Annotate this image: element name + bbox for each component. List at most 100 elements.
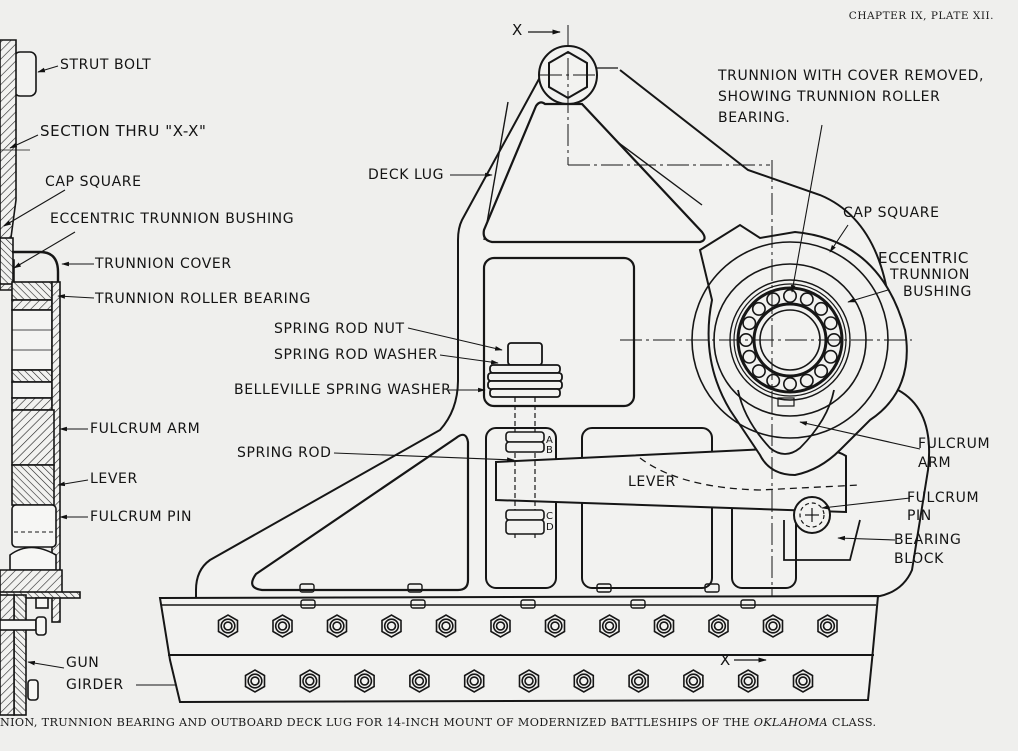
fulcrum-arm-section <box>11 409 55 466</box>
girder-nut <box>217 614 239 638</box>
girder-nut <box>573 669 595 693</box>
girder-nut <box>409 669 430 693</box>
caption-class-name: OKLAHOMA <box>753 716 828 729</box>
lever-section <box>11 464 55 506</box>
girder-nut <box>737 669 759 693</box>
spring-rod-nut <box>507 342 543 366</box>
girder-nut <box>708 614 729 638</box>
bearing-roller <box>823 349 838 364</box>
nut-d <box>505 519 545 535</box>
label-fulcrum-arm-1: FULCRUM <box>918 436 991 452</box>
label-cap-square-section: CAP SQUARE <box>45 174 142 190</box>
girder-nuts-lower <box>244 669 814 693</box>
section-marker-top: X <box>512 21 523 39</box>
girder-nut <box>490 614 511 638</box>
girder-nuts-upper <box>217 614 838 638</box>
label-eccentric-bushing-section: ECCENTRIC TRUNNION BUSHING <box>50 211 295 227</box>
bearing-roller <box>782 288 797 303</box>
girder-nut <box>435 614 457 638</box>
label-fulcrum-pin-1: FULCRUM <box>907 490 980 506</box>
label-fulcrum-arm-section: FULCRUM ARM <box>90 421 201 437</box>
label-nut-b: B <box>546 445 554 456</box>
bearing-roller <box>766 292 781 307</box>
bearing-roller <box>742 316 757 331</box>
section-leaders <box>3 65 187 688</box>
plate-header: CHAPTER IX, PLATE XII. <box>848 10 994 22</box>
girder-nut <box>244 669 266 693</box>
bearing-roller <box>751 301 766 316</box>
girder-nut <box>381 614 402 638</box>
bearing-roller <box>823 316 838 331</box>
label-nut-a: A <box>546 435 554 446</box>
girder-nut <box>762 614 784 638</box>
bearing-roller <box>814 364 829 379</box>
section-markers <box>528 29 767 663</box>
girder-nut <box>518 669 540 693</box>
girder-nut <box>354 669 375 693</box>
girder-nut <box>326 614 348 638</box>
bearing-roller <box>751 364 766 379</box>
label-gun: GUN <box>66 655 100 671</box>
label-spring-rod: SPRING ROD <box>237 445 332 461</box>
fulcrum-pin-section <box>11 504 57 548</box>
bearing-block <box>783 519 861 561</box>
label-fulcrum-pin-2: PIN <box>907 508 932 524</box>
nut-a <box>505 431 545 443</box>
bearing-rollers <box>738 288 841 391</box>
girder-nut <box>817 614 838 638</box>
label-cap-square: CAP SQUARE <box>843 205 940 221</box>
girder-nut <box>272 614 293 638</box>
belleville-spring-washer <box>487 364 563 398</box>
label-eccentric-1: ECCENTRIC <box>878 249 970 267</box>
label-bearing-block-2: BLOCK <box>894 551 944 567</box>
bearing-roller <box>814 301 829 316</box>
strut-bolt <box>13 51 37 97</box>
label-girder: GIRDER <box>66 677 124 693</box>
girder-nut <box>463 669 485 693</box>
label-eccentric-3: BUSHING <box>903 284 972 300</box>
bearing-roller <box>782 376 797 391</box>
girder-nut <box>599 614 620 638</box>
label-section-xx: SECTION THRU "X-X" <box>40 122 207 140</box>
girder-nut <box>544 614 566 638</box>
girder-nut <box>683 669 704 693</box>
girder-nut <box>792 669 814 693</box>
centerlines <box>540 25 912 668</box>
label-spring-rod-nut: SPRING ROD NUT <box>274 321 405 337</box>
label-deck-lug: DECK LUG <box>368 167 445 183</box>
label-bearing-block-1: BEARING <box>894 532 962 548</box>
girder-nut <box>653 614 675 638</box>
label-lever: LEVER <box>628 474 676 490</box>
elevation-view <box>195 45 931 599</box>
caption-prefix: NION, TRUNNION BEARING AND OUTBOARD DECK… <box>0 716 754 729</box>
girder-bolt-stubs <box>299 583 756 609</box>
bearing-roller <box>799 373 814 388</box>
girder-nut <box>628 669 649 693</box>
nut-b <box>505 441 545 453</box>
label-spring-rod-washer: SPRING ROD WASHER <box>274 347 438 363</box>
roller-bearing-section <box>11 281 53 301</box>
label-fulcrum-arm-2: ARM <box>918 455 952 471</box>
cap-square-section <box>0 237 14 285</box>
label-trunnion-note: TRUNNION WITH COVER REMOVED, SHOWING TRU… <box>718 68 985 126</box>
elevation-leaders <box>333 124 921 541</box>
label-strut-bolt: STRUT BOLT <box>60 57 152 73</box>
label-lever-section: LEVER <box>90 471 138 487</box>
bearing-roller <box>766 373 781 388</box>
label-nut-d: D <box>546 522 555 533</box>
nut-c <box>505 509 545 521</box>
caption-suffix: CLASS. <box>828 716 877 729</box>
bearing-roller <box>742 349 757 364</box>
label-eccentric-2: TRUNNION <box>890 267 970 283</box>
section-marker-bottom: X <box>720 651 731 669</box>
plate-caption: NION, TRUNNION BEARING AND OUTBOARD DECK… <box>0 716 876 729</box>
label-fulcrum-pin-section: FULCRUM PIN <box>90 509 193 525</box>
girder-nut <box>299 669 321 693</box>
label-belleville-spring-washer: BELLEVILLE SPRING WASHER <box>234 382 452 398</box>
section-view <box>0 39 81 716</box>
label-trunnion-roller-bearing: TRUNNION ROLLER BEARING <box>95 291 311 307</box>
gun-girder <box>158 583 880 704</box>
bearing-roller <box>799 292 814 307</box>
label-nut-c: C <box>546 511 554 522</box>
